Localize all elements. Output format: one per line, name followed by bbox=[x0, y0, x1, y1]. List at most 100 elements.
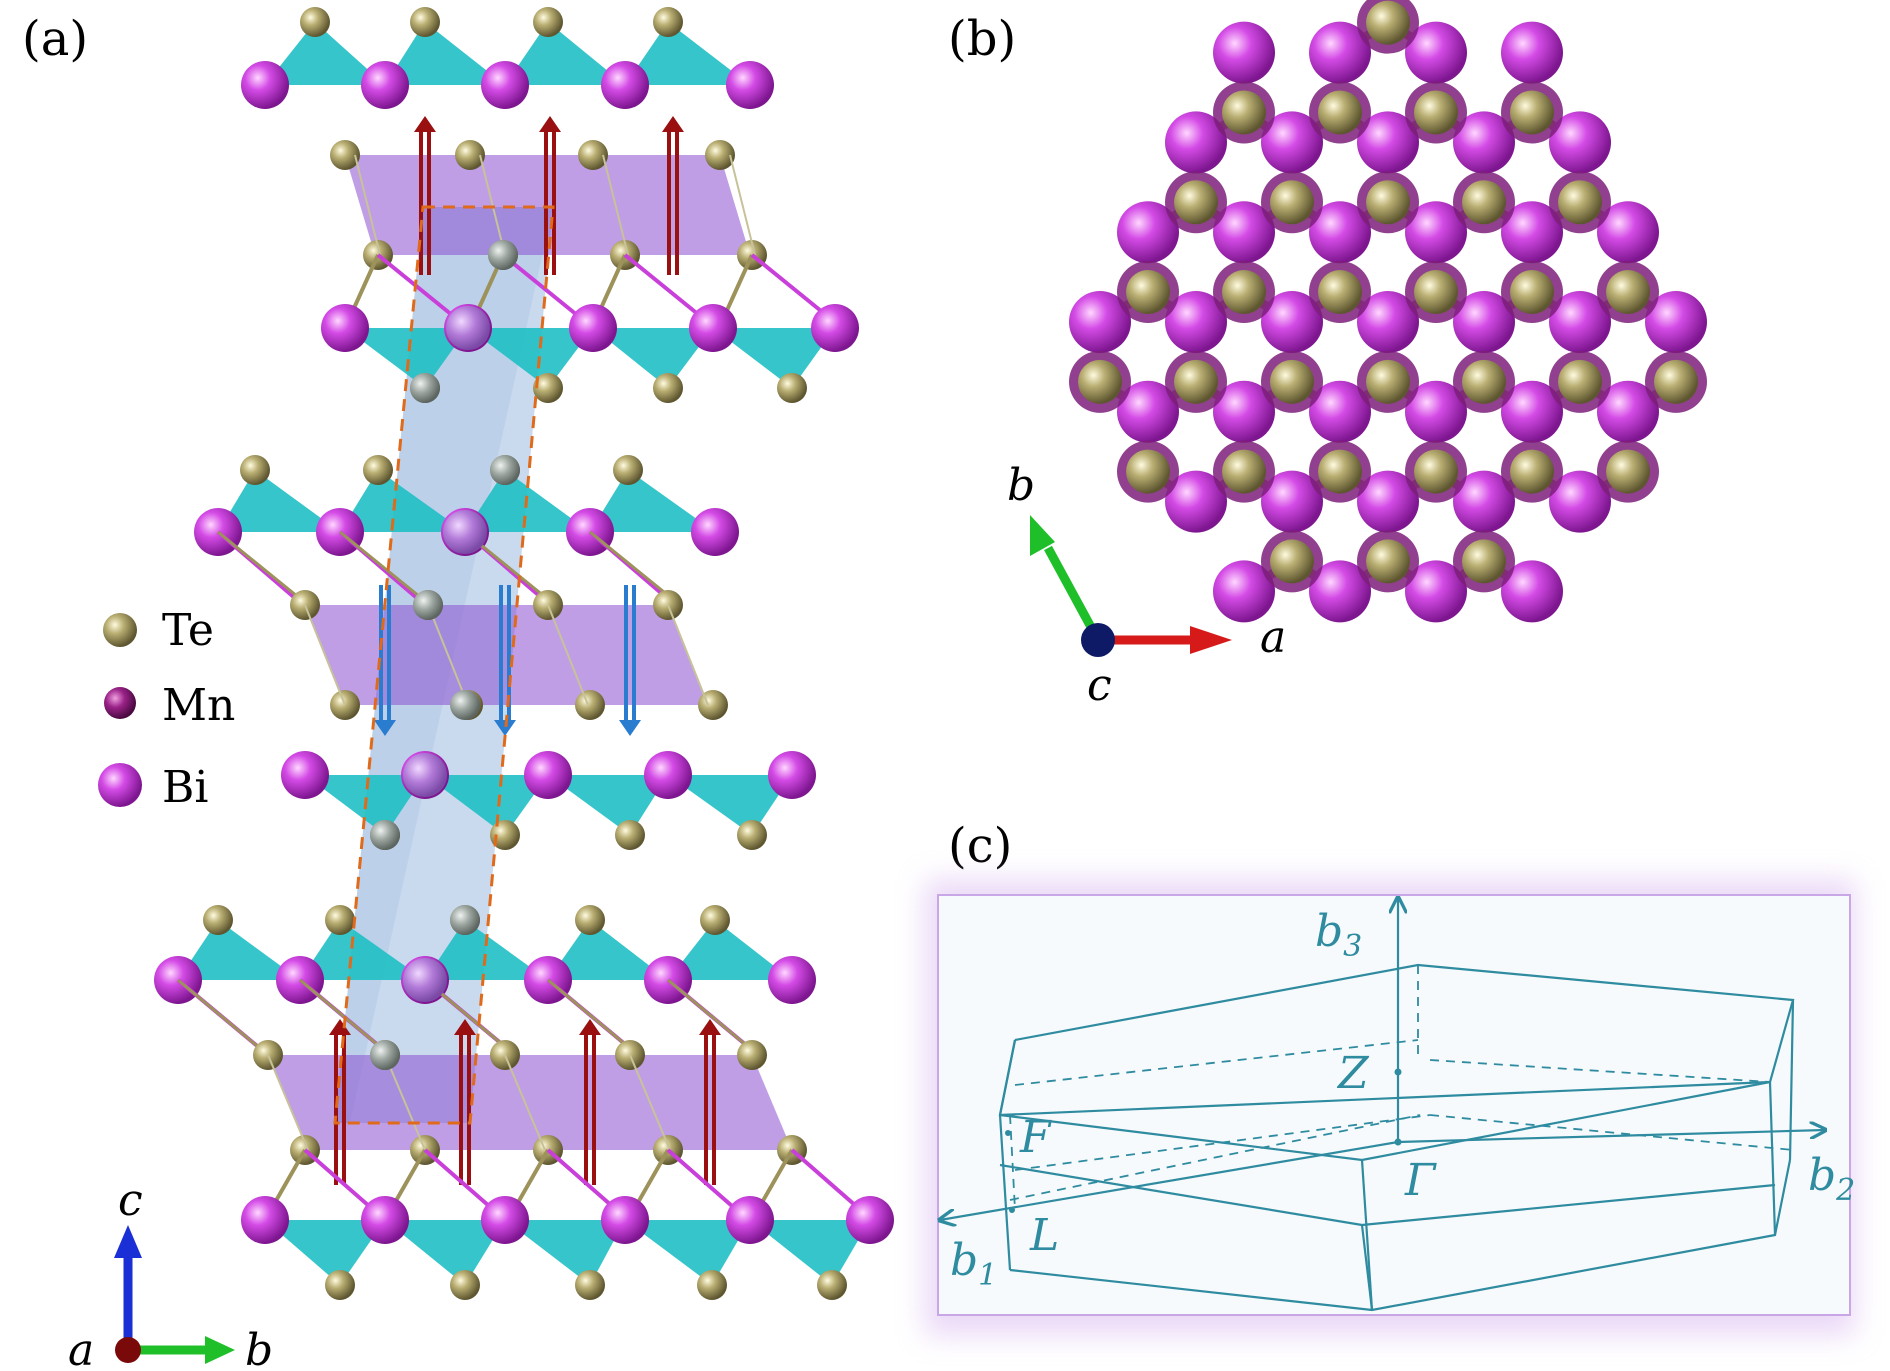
bi-atom bbox=[524, 751, 572, 799]
bi-atom-top bbox=[1261, 111, 1323, 174]
te-atom bbox=[203, 905, 233, 935]
te-atom-top bbox=[1654, 359, 1698, 404]
panel-c-brillouin-zone: b3 Z F L Γ b1 b2 bbox=[925, 880, 1855, 1335]
te-atom-top bbox=[1222, 270, 1266, 315]
bond bbox=[354, 154, 381, 256]
bi-atom bbox=[281, 751, 329, 799]
bz-edge bbox=[1788, 999, 1795, 1161]
panel-label-b: (b) bbox=[948, 11, 1016, 67]
legend-mn-label: Mn bbox=[162, 680, 235, 731]
te-atom-top bbox=[1126, 270, 1170, 315]
bi-atom-top bbox=[1213, 201, 1275, 264]
bi-atom-top bbox=[1645, 291, 1707, 353]
bi-atom-top bbox=[1357, 291, 1419, 353]
tetrahedron-face bbox=[625, 1220, 750, 1285]
te-atom-top bbox=[1318, 270, 1362, 315]
te-atom bbox=[370, 1040, 400, 1070]
bi-atom-top bbox=[1453, 291, 1515, 353]
bi-atom-top bbox=[1549, 111, 1611, 174]
te-atom bbox=[490, 455, 520, 485]
legend-bi-icon bbox=[98, 763, 142, 807]
spin-arrowhead bbox=[699, 1019, 721, 1035]
legend: Te Mn Bi bbox=[98, 605, 235, 813]
gamma-point bbox=[1394, 1138, 1402, 1146]
te-atom bbox=[615, 820, 645, 850]
l-point bbox=[1009, 1207, 1015, 1213]
spin-arrowhead bbox=[619, 720, 641, 736]
bi-atom-top bbox=[1213, 560, 1275, 623]
b-axis-arrowhead-b bbox=[1030, 515, 1055, 556]
te-atom bbox=[777, 373, 807, 403]
axis-a-label: a bbox=[68, 1325, 94, 1371]
bi-atom bbox=[689, 304, 737, 352]
te-atom-top bbox=[1606, 270, 1650, 315]
b-axis-arrow-b bbox=[1044, 545, 1102, 643]
te-atom-top bbox=[1366, 539, 1410, 584]
te-atom bbox=[325, 1270, 355, 1300]
bi-atom-top bbox=[1405, 380, 1467, 443]
bond bbox=[667, 604, 709, 706]
tetrahedron-face bbox=[468, 328, 593, 388]
te-atom-top bbox=[1510, 90, 1554, 135]
bond bbox=[602, 154, 629, 256]
bz-edge bbox=[1360, 1224, 1374, 1311]
te-atom bbox=[330, 140, 360, 170]
bi-atom bbox=[446, 306, 490, 350]
bi-atom bbox=[601, 1196, 649, 1244]
bi-atom bbox=[601, 61, 649, 109]
bz-edge bbox=[998, 1114, 1012, 1271]
axis-c-label: c bbox=[118, 1175, 143, 1226]
axes-a: c a b bbox=[68, 1175, 273, 1371]
te-atom bbox=[450, 1270, 480, 1300]
bz-bottom-face bbox=[1009, 1159, 1792, 1312]
b3-label: b3 bbox=[1315, 906, 1362, 964]
bi-atom bbox=[403, 958, 447, 1002]
bz-hidden-edge bbox=[1429, 1059, 1771, 1083]
te-atom-top bbox=[1318, 90, 1362, 135]
bi-atom-top bbox=[1309, 380, 1371, 443]
spin-arrowhead bbox=[454, 1019, 476, 1035]
bz-reciprocal-axes bbox=[940, 898, 1825, 1220]
bi-atom-top bbox=[1501, 560, 1563, 623]
bi-atom-top bbox=[1357, 111, 1419, 174]
bi-atom-top bbox=[1165, 111, 1227, 174]
tetrahedron-face bbox=[505, 1220, 625, 1285]
panel-label-a: (a) bbox=[22, 11, 88, 67]
bz-hidden-edge bbox=[1429, 1114, 1794, 1151]
te-atom bbox=[578, 140, 608, 170]
tetrahedron-face bbox=[668, 920, 792, 980]
te-atom-top bbox=[1366, 180, 1410, 225]
bz-hidden-edge bbox=[1014, 1039, 1419, 1086]
te-atom-top bbox=[1414, 449, 1458, 494]
gamma-label: Γ bbox=[1404, 1155, 1437, 1206]
tetrahedron-face bbox=[265, 1220, 385, 1285]
bz-edge bbox=[998, 1039, 1017, 1116]
te-atom bbox=[410, 373, 440, 403]
te-atom bbox=[700, 905, 730, 935]
bz-hidden-edge bbox=[1009, 1114, 1421, 1201]
te-atom-top bbox=[1366, 359, 1410, 404]
bond bbox=[339, 530, 431, 607]
bi-atom-top bbox=[1213, 380, 1275, 443]
te-atom-top bbox=[1462, 180, 1506, 225]
legend-bi-label: Bi bbox=[162, 762, 208, 813]
te-atom-top bbox=[1222, 449, 1266, 494]
panel-b-top-view: b a c bbox=[1007, 0, 1707, 711]
te-atom-top bbox=[1078, 359, 1122, 404]
l-label: L bbox=[1029, 1210, 1059, 1261]
tetrahedron-face bbox=[340, 470, 465, 532]
panel-a-crystal-structure: Te Mn Bi c a b bbox=[68, 7, 894, 1371]
bz-frame bbox=[937, 894, 1851, 1316]
tetrahedron-face bbox=[593, 328, 713, 388]
bz-hidden-edges bbox=[1009, 965, 1794, 1211]
te-atom-top bbox=[1462, 539, 1506, 584]
te-atom bbox=[575, 1270, 605, 1300]
bi-atom-top bbox=[1261, 470, 1323, 533]
te-atom bbox=[488, 240, 518, 270]
bi-atom-top bbox=[1261, 291, 1323, 353]
tetrahedron-face bbox=[425, 775, 548, 835]
tetrahedron-face bbox=[425, 920, 548, 980]
spin-arrowhead bbox=[539, 116, 561, 132]
te-atom bbox=[697, 1270, 727, 1300]
te-atom-top bbox=[1366, 0, 1410, 45]
